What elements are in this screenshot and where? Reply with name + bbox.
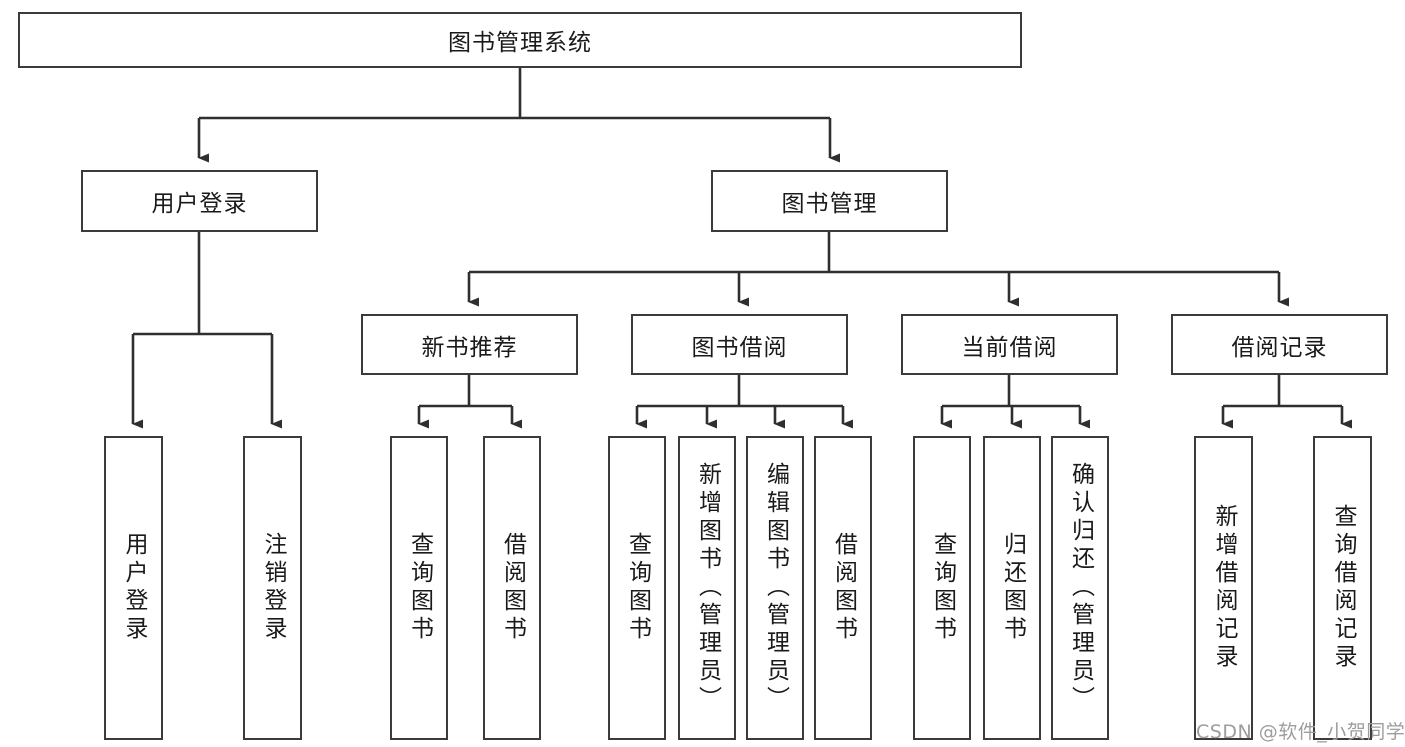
- node-level2-label: 新书推荐: [421, 334, 518, 361]
- node-leaf-3[interactable]: 查询图书: [390, 436, 448, 740]
- node-leaf-5[interactable]: 查询图书: [608, 436, 666, 740]
- watermark-text: CSDN @软件_小贺同学: [1196, 721, 1405, 743]
- node-leaf-label: 查询图书: [624, 532, 651, 644]
- node-leaf-label: 查询图书: [406, 532, 433, 644]
- node-root-label: 图书管理系统: [448, 30, 592, 56]
- node-leaf-9[interactable]: 查询图书: [913, 436, 971, 740]
- node-level1-label: 用户登录: [151, 191, 248, 217]
- node-leaf-13[interactable]: 查询借阅记录: [1313, 436, 1372, 740]
- node-leaf-label: 借阅图书: [499, 532, 526, 644]
- node-leaf-label: 编辑图书（管理员）: [762, 462, 789, 714]
- node-level1-label: 图书管理: [781, 191, 878, 217]
- node-leaf-label: 确认归还（管理员）: [1067, 462, 1094, 714]
- node-level2-label: 当前借阅: [961, 334, 1058, 361]
- node-leaf-1[interactable]: 用户登录: [104, 436, 163, 740]
- node-level2-3[interactable]: 当前借阅: [901, 314, 1118, 375]
- node-leaf-4[interactable]: 借阅图书: [483, 436, 541, 740]
- node-leaf-12[interactable]: 新增借阅记录: [1194, 436, 1253, 740]
- node-leaf-label: 查询图书: [929, 532, 956, 644]
- node-leaf-label: 新增图书（管理员）: [694, 462, 721, 714]
- node-leaf-label: 注销登录: [260, 532, 286, 644]
- node-level2-2[interactable]: 图书借阅: [631, 314, 848, 375]
- node-leaf-11[interactable]: 确认归还（管理员）: [1051, 436, 1109, 740]
- node-leaf-label: 归还图书: [999, 532, 1026, 644]
- node-leaf-8[interactable]: 借阅图书: [814, 436, 872, 740]
- node-level2-label: 借阅记录: [1231, 334, 1328, 361]
- node-level2-label: 图书借阅: [691, 334, 788, 361]
- node-leaf-6[interactable]: 新增图书（管理员）: [678, 436, 736, 740]
- node-leaf-10[interactable]: 归还图书: [983, 436, 1041, 740]
- node-leaf-2[interactable]: 注销登录: [243, 436, 302, 740]
- node-level2-4[interactable]: 借阅记录: [1171, 314, 1388, 375]
- node-root[interactable]: 图书管理系统: [18, 12, 1022, 68]
- node-level1-1[interactable]: 用户登录: [81, 170, 318, 232]
- node-leaf-7[interactable]: 编辑图书（管理员）: [746, 436, 804, 740]
- node-leaf-label: 新增借阅记录: [1211, 504, 1237, 672]
- node-leaf-label: 用户登录: [121, 532, 147, 644]
- node-leaf-label: 借阅图书: [830, 532, 857, 644]
- node-leaf-label: 查询借阅记录: [1330, 504, 1356, 672]
- node-level1-2[interactable]: 图书管理: [711, 170, 948, 232]
- node-level2-1[interactable]: 新书推荐: [361, 314, 578, 375]
